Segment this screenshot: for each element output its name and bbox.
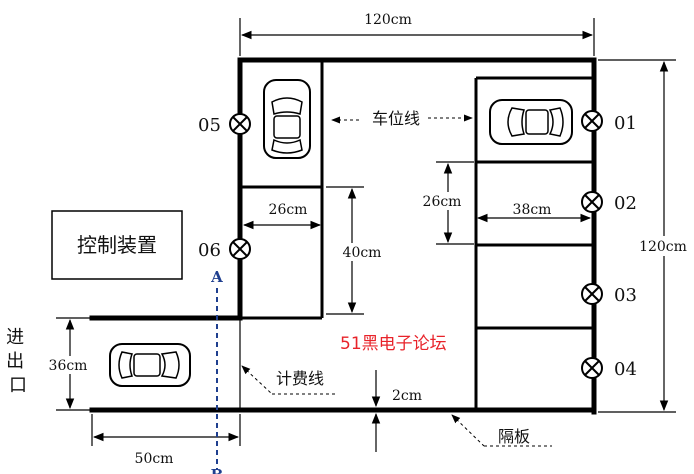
right-slots bbox=[474, 76, 594, 410]
partition-label: 隔板 bbox=[498, 427, 530, 446]
lamp-label-03: 03 bbox=[614, 285, 637, 306]
entrance-length-label: 50cm bbox=[135, 451, 174, 467]
entrance-label: 进 出 口 bbox=[6, 327, 30, 396]
lamp-02-icon bbox=[581, 191, 603, 213]
controller-box bbox=[51, 210, 183, 280]
car-entrance bbox=[109, 343, 191, 387]
left-slot-width-label: 26cm bbox=[269, 202, 308, 218]
right-dim-label-bg bbox=[634, 236, 692, 256]
lamp-label-06: 06 bbox=[198, 240, 221, 261]
parking-line-label: 车位线 bbox=[372, 109, 420, 128]
billing-line-label: 计费线 bbox=[276, 369, 324, 388]
gap-label: 2cm bbox=[392, 388, 422, 404]
lamp-04-icon bbox=[581, 357, 603, 379]
lamp-label-04: 04 bbox=[614, 359, 637, 380]
top-width-label: 120cm bbox=[364, 12, 412, 28]
left-slot-height-label-bg bbox=[338, 243, 386, 261]
slot-height-label-bg bbox=[420, 192, 464, 210]
lamp-06-icon bbox=[229, 238, 251, 260]
partition-pointer bbox=[451, 414, 485, 447]
line-b-label: B bbox=[211, 466, 224, 474]
left-slots bbox=[240, 60, 324, 320]
controller-label: 控制装置 bbox=[77, 233, 157, 257]
entrance-height-label: 36cm bbox=[49, 358, 88, 374]
lamp-01-icon bbox=[581, 110, 603, 132]
car-slot-01 bbox=[489, 99, 573, 145]
lamp-03-icon bbox=[581, 283, 603, 305]
line-a-label: A bbox=[210, 268, 223, 286]
left-slot-height-label: 40cm bbox=[343, 245, 382, 261]
billing-line-pointer bbox=[241, 365, 273, 395]
entrance-height-label-bg bbox=[46, 356, 92, 374]
right-height-label: 120cm bbox=[639, 239, 687, 255]
lamp-label-01: 01 bbox=[614, 113, 637, 134]
car-slot-05 bbox=[263, 79, 311, 159]
slot-width-label: 38cm bbox=[513, 202, 552, 218]
lamp-label-02: 02 bbox=[614, 193, 637, 214]
lamp-05-icon bbox=[229, 113, 251, 135]
slot-height-label: 26cm bbox=[423, 194, 462, 210]
watermark-text: 51黑电子论坛 bbox=[340, 334, 447, 354]
lamp-label-05: 05 bbox=[198, 115, 221, 136]
